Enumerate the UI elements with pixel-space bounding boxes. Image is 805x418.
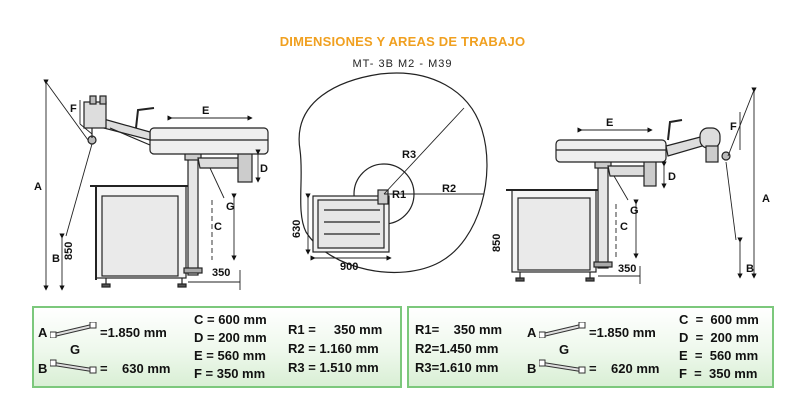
left-panel-a-letter: A <box>38 325 48 340</box>
arm-a-icon <box>50 322 97 338</box>
right-label-f: F <box>730 121 737 133</box>
left-label-g: G <box>226 201 235 213</box>
right-label-a: A <box>762 193 770 205</box>
arm-a-icon <box>539 322 586 338</box>
right-label-350: 350 <box>618 263 636 275</box>
left-panel-d: D = 200 mm <box>194 330 267 345</box>
right-label-g: G <box>630 205 639 217</box>
technical-drawing: A B C D E F G 850 350 R1 R2 R3 630 900 <box>34 72 770 291</box>
left-panel-r2: R2 = 1.160 mm <box>288 341 379 356</box>
left-label-a: A <box>34 181 42 193</box>
left-panel-f: F = 350 mm <box>194 366 266 381</box>
left-tapping-head <box>83 101 107 129</box>
right-panel-g-letter: G <box>559 342 570 357</box>
right-panel-r1: R1= 350 mm <box>415 322 503 337</box>
left-label-d: D <box>260 163 268 175</box>
left-panel-b-letter: B <box>38 361 48 376</box>
right-spec-panel: R1= 350 mm R2=1.450 mm R3=1.610 mm A =1.… <box>407 306 774 388</box>
left-panel-a-value: =1.850 mm <box>100 325 167 340</box>
left-label-b: B <box>52 253 60 265</box>
left-panel-g-letter: G <box>70 342 81 357</box>
right-panel-a-letter: A <box>527 325 537 340</box>
right-work-table <box>555 139 667 163</box>
right-panel-b-value: = 620 mm <box>589 361 660 376</box>
left-work-table <box>149 127 269 155</box>
left-panel-e: E = 560 mm <box>194 348 266 363</box>
left-column <box>187 154 199 276</box>
right-tapping-head <box>699 127 721 149</box>
left-label-850: 850 <box>63 242 75 260</box>
arm-b-icon <box>539 359 586 374</box>
right-label-850: 850 <box>491 234 503 252</box>
right-panel-c: C = 600 mm <box>679 312 759 327</box>
left-panel-r3: R3 = 1.510 mm <box>288 360 379 375</box>
right-label-c: C <box>620 221 628 233</box>
page-title: DIMENSIONES Y AREAS DE TRABAJO <box>279 34 526 49</box>
right-panel-a-value: =1.850 mm <box>589 325 656 340</box>
right-label-e: E <box>606 117 613 129</box>
right-panel-b-letter: B <box>527 361 537 376</box>
right-panel-d: D = 200 mm <box>679 330 759 345</box>
right-panel-f: F = 350 mm <box>679 366 758 381</box>
center-label-900: 900 <box>340 261 358 273</box>
right-panel-r2: R2=1.450 mm <box>415 341 499 356</box>
right-label-d: D <box>668 171 676 183</box>
right-label-b: B <box>746 263 754 275</box>
left-label-c: C <box>214 221 222 233</box>
center-label-630: 630 <box>291 220 303 238</box>
left-label-350: 350 <box>212 267 230 279</box>
right-panel-e: E = 560 mm <box>679 348 759 363</box>
center-label-r1: R1 <box>392 189 406 201</box>
left-panel-r1: R1 = 350 mm <box>288 322 383 337</box>
left-panel-c: C = 600 mm <box>194 312 267 327</box>
right-panel-r3: R3=1.610 mm <box>415 360 499 375</box>
left-machine-view <box>43 79 269 291</box>
arm-b-icon <box>50 359 97 374</box>
right-column <box>597 163 609 269</box>
model-subtitle: MT- 3B M2 - M39 <box>352 58 453 70</box>
center-label-r2: R2 <box>442 183 456 195</box>
center-label-r3: R3 <box>402 149 416 161</box>
left-label-e: E <box>202 105 209 117</box>
right-machine-view <box>506 87 757 284</box>
left-spec-panel: A =1.850 mm G B = 630 mm C = 600 mm D = … <box>32 306 402 388</box>
left-label-f: F <box>70 103 77 115</box>
left-panel-b-value: = 630 mm <box>100 361 171 376</box>
left-arm-joint <box>237 149 253 183</box>
center-top-view <box>298 72 488 274</box>
